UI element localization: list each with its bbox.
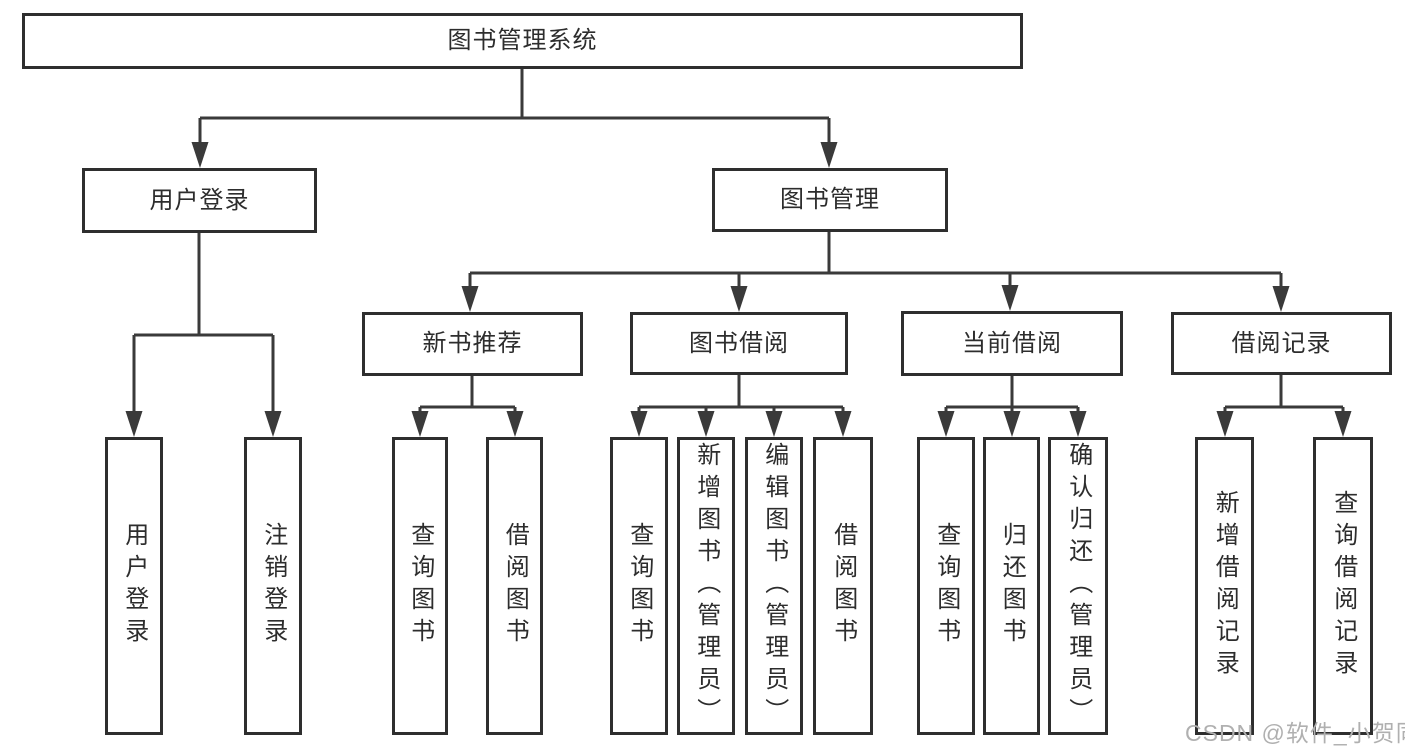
arrowhead-icon xyxy=(697,411,715,437)
node-label-current-borrowing: 当前借阅 xyxy=(962,329,1062,357)
node-leaf-query-borrow-rec: 查询借阅记录 xyxy=(1313,437,1373,735)
arrowhead-icon xyxy=(1003,411,1021,437)
arrowhead-icon xyxy=(1272,286,1290,312)
node-leaf-borrow-books-a: 借阅图书 xyxy=(486,437,543,735)
node-book-management: 图书管理 xyxy=(712,168,948,232)
node-label-leaf-borrow-books-b: 借阅图书 xyxy=(829,522,857,650)
arrowhead-icon xyxy=(937,411,955,437)
node-current-borrowing: 当前借阅 xyxy=(901,311,1123,376)
node-label-leaf-borrow-books-a: 借阅图书 xyxy=(501,522,529,650)
arrowhead-icon xyxy=(834,411,852,437)
node-label-root: 图书管理系统 xyxy=(447,27,598,55)
node-leaf-edit-books: 编辑图书（管理员） xyxy=(745,437,803,735)
node-leaf-return-books: 归还图书 xyxy=(983,437,1040,735)
arrowhead-icon xyxy=(411,411,429,437)
node-label-leaf-logout: 注销登录 xyxy=(259,522,287,650)
arrowhead-icon xyxy=(1334,411,1352,437)
arrowhead-icon xyxy=(1069,411,1087,437)
node-leaf-query-books-c: 查询图书 xyxy=(917,437,975,735)
node-leaf-confirm-return: 确认归还（管理员） xyxy=(1048,437,1108,735)
arrowhead-icon xyxy=(765,411,783,437)
arrowhead-icon xyxy=(264,411,282,437)
node-label-leaf-add-borrow-rec: 新增借阅记录 xyxy=(1211,490,1239,682)
node-user-login: 用户登录 xyxy=(82,168,317,233)
node-label-leaf-add-books: 新增图书（管理员） xyxy=(692,442,720,730)
node-leaf-add-books: 新增图书（管理员） xyxy=(677,437,735,735)
node-label-book-management: 图书管理 xyxy=(780,186,880,214)
arrowhead-icon xyxy=(730,286,748,312)
node-label-leaf-query-books-b: 查询图书 xyxy=(625,522,653,650)
node-label-leaf-user-login: 用户登录 xyxy=(120,522,148,650)
node-label-user-login: 用户登录 xyxy=(149,186,250,214)
node-root: 图书管理系统 xyxy=(22,13,1023,69)
arrowhead-icon xyxy=(461,286,479,312)
arrowhead-icon xyxy=(191,142,209,168)
node-new-book-recommend: 新书推荐 xyxy=(362,312,583,376)
node-book-borrowing: 图书借阅 xyxy=(630,312,848,375)
node-label-leaf-query-borrow-rec: 查询借阅记录 xyxy=(1329,490,1357,682)
node-leaf-borrow-books-b: 借阅图书 xyxy=(813,437,873,735)
node-label-new-book-recommend: 新书推荐 xyxy=(422,330,523,358)
arrowhead-icon xyxy=(820,142,838,168)
node-leaf-query-books-a: 查询图书 xyxy=(392,437,448,735)
node-label-leaf-return-books: 归还图书 xyxy=(998,522,1026,650)
node-borrowing-records: 借阅记录 xyxy=(1171,312,1392,375)
node-leaf-add-borrow-rec: 新增借阅记录 xyxy=(1195,437,1254,735)
node-leaf-user-login: 用户登录 xyxy=(105,437,163,735)
arrowhead-icon xyxy=(506,411,524,437)
arrowhead-icon xyxy=(125,411,143,437)
node-leaf-logout: 注销登录 xyxy=(244,437,302,735)
arrowhead-icon xyxy=(630,411,648,437)
node-label-leaf-confirm-return: 确认归还（管理员） xyxy=(1064,442,1092,730)
csdn-watermark: CSDN @软件_小贺同学 xyxy=(1185,720,1405,746)
node-leaf-query-books-b: 查询图书 xyxy=(610,437,668,735)
node-label-book-borrowing: 图书借阅 xyxy=(689,329,789,357)
node-label-leaf-query-books-a: 查询图书 xyxy=(406,522,434,650)
node-label-borrowing-records: 借阅记录 xyxy=(1231,329,1332,357)
arrowhead-icon xyxy=(1216,411,1234,437)
arrowhead-icon xyxy=(1001,285,1019,311)
node-label-leaf-query-books-c: 查询图书 xyxy=(932,522,960,650)
node-label-leaf-edit-books: 编辑图书（管理员） xyxy=(760,442,788,730)
